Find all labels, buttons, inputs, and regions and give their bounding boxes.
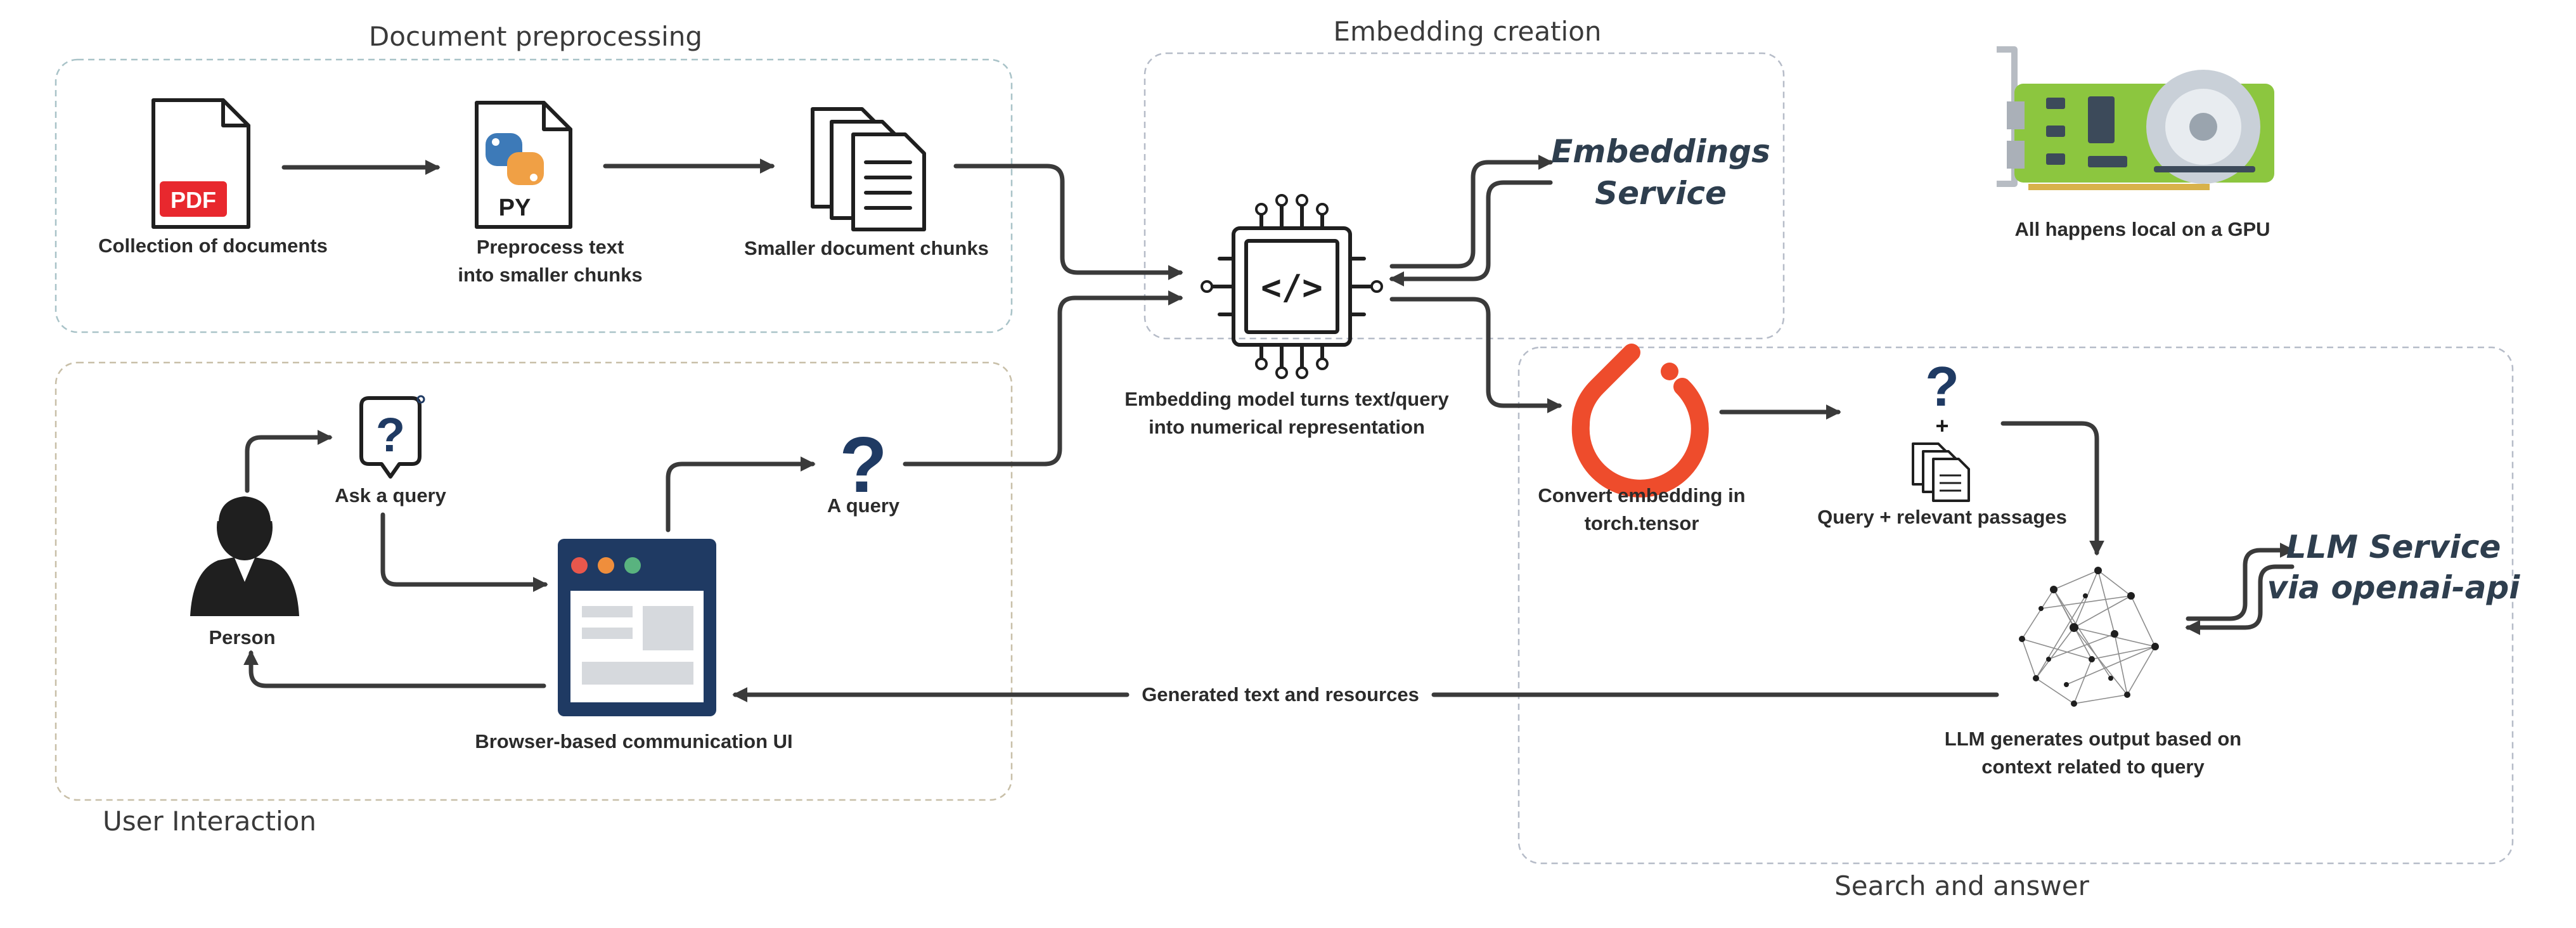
query-passages-icon: ? +: [1912, 355, 1970, 502]
section-title-user-interaction: User Interaction: [103, 806, 316, 837]
document-chunks-icon: [811, 107, 926, 231]
section-title-search-and-answer: Search and answer: [1834, 870, 2089, 901]
pytorch-icon: [1571, 344, 1709, 498]
person-label: Person: [209, 626, 275, 648]
llm-service-label-line2: via openai-api: [2267, 569, 2521, 606]
person-icon: [190, 492, 299, 616]
connectors: [243, 155, 2295, 702]
svg-text:PY: PY: [499, 195, 531, 221]
embedding-model-label-line1: Embedding model turns text/query: [1124, 388, 1449, 410]
ask-query-bubble-icon: ?: [359, 395, 425, 479]
llm-output-label-line1: LLM generates output based on: [1945, 728, 2241, 750]
svg-text:PDF: PDF: [171, 187, 216, 213]
convert-embedding-label-line1: Convert embedding in: [1538, 484, 1745, 506]
embedding-model-label-line2: into numerical representation: [1149, 416, 1425, 438]
gpu-note-label: All happens local on a GPU: [2014, 218, 2270, 240]
query-passages-label: Query + relevant passages: [1817, 506, 2067, 528]
embeddings-service-label-line1: Embeddings: [1551, 133, 1770, 170]
browser-ui-label: Browser-based communication UI: [475, 730, 792, 752]
collection-of-documents-label: Collection of documents: [98, 235, 328, 257]
pdf-document-icon: PDF: [151, 98, 250, 229]
llm-output-label-line2: context related to query: [1981, 756, 2205, 778]
a-query-label: A query: [827, 494, 900, 517]
python-script-icon: PY: [475, 101, 572, 229]
embedding-model-chip-icon: </>: [1201, 194, 1383, 379]
section-title-embedding-creation: Embedding creation: [1333, 16, 1601, 47]
llm-service-label-line1: LLM Service: [2286, 529, 2501, 565]
svg-text:?: ?: [376, 408, 405, 462]
llm-network-nodes: [2019, 567, 2159, 707]
svg-text:</>: </>: [1261, 267, 1323, 307]
document-preprocessing-box: [55, 58, 1013, 333]
generated-text-label: Generated text and resources: [1142, 683, 1419, 706]
a-query-question-icon: ?: [839, 422, 887, 509]
gpu-card-icon: [1997, 46, 2274, 190]
svg-text:?: ?: [1925, 355, 1959, 418]
svg-text:+: +: [1935, 413, 1948, 439]
browser-window-icon: [558, 539, 716, 716]
user-interaction-box: [55, 361, 1013, 801]
preprocess-label-line2: into smaller chunks: [458, 264, 642, 286]
llm-network-icon: [2021, 570, 2156, 704]
convert-embedding-label-line2: torch.tensor: [1585, 512, 1699, 534]
embeddings-service-label-line2: Service: [1595, 175, 1727, 212]
smaller-chunks-label: Smaller document chunks: [744, 237, 989, 259]
ask-query-label: Ask a query: [335, 484, 447, 506]
search-and-answer-box: [1517, 346, 2514, 865]
section-title-document-preprocessing: Document preprocessing: [369, 21, 702, 52]
preprocess-label-line1: Preprocess text: [477, 236, 624, 258]
